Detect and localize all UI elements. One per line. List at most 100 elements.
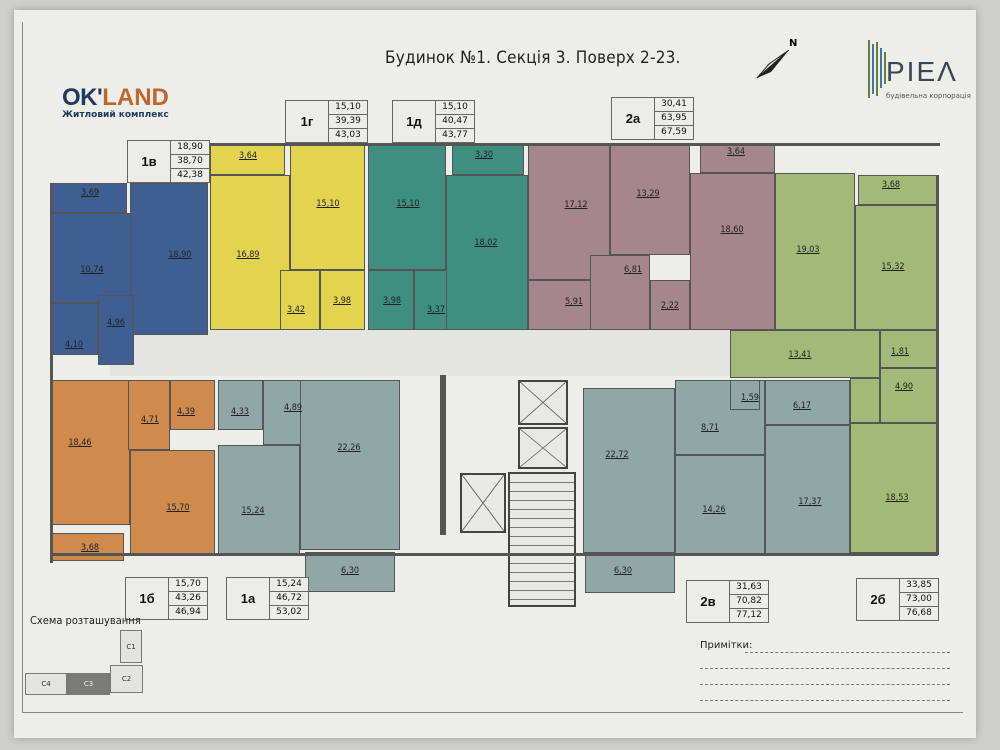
plan-title: Будинок №1. Секція 3. Поверх 2-23. [385, 48, 681, 68]
area-label: 4,10 [64, 340, 84, 350]
apt-2v-wc [730, 380, 760, 410]
area-label: 18,02 [474, 238, 498, 248]
apartment-code: 1д [393, 101, 436, 142]
drawing-frame [22, 22, 963, 713]
outer-wall-bottom [52, 553, 938, 556]
notes-line [700, 668, 950, 669]
outer-wall-top [205, 143, 940, 146]
area-label: 6,17 [792, 401, 812, 411]
area-label: 3,98 [382, 296, 402, 306]
riel-logo: PIEΛ будівельна корпорація [866, 38, 971, 104]
apt-1v-kitchen [52, 213, 132, 303]
apt-1g-hall [280, 270, 320, 330]
living-area: 15,24 [270, 578, 308, 592]
apartment-code: 1г [286, 101, 329, 142]
area-label: 3,68 [80, 543, 100, 553]
total-area: 43,26 [169, 592, 207, 606]
area-label: 18,90 [168, 250, 192, 260]
apt-2b-hall [730, 330, 880, 378]
logo-ok: OK' [62, 84, 103, 111]
area-label: 2,22 [660, 301, 680, 311]
total-area-with-balcony: 53,02 [276, 607, 302, 617]
section-c2: С2 [110, 665, 143, 693]
apartment-code: 2а [612, 98, 655, 139]
apt-1d-balcony [452, 145, 524, 175]
apt-1g-bedroom [290, 145, 365, 270]
elevator-3 [460, 473, 506, 533]
total-area-with-balcony: 42,38 [177, 170, 203, 180]
notes-line [745, 652, 950, 653]
north-arrow-icon: N [755, 38, 797, 86]
apt-2b-bedroom1 [855, 205, 938, 330]
apt-2a-hall [590, 255, 650, 330]
apt-2b-wc [880, 330, 938, 368]
apt-2b-bath [880, 368, 938, 423]
apt-2b-balcony [858, 175, 938, 205]
apartment-code: 1а [227, 578, 270, 619]
riel-stripes-icon [868, 40, 886, 98]
area-label: 16,89 [236, 250, 260, 260]
area-label: 15,10 [396, 199, 420, 209]
apt-1v-bath [52, 303, 98, 355]
outer-wall-left [50, 183, 53, 563]
total-area-with-balcony: 46,94 [175, 607, 201, 617]
area-label: 4,89 [283, 403, 303, 413]
living-area: 30,41 [655, 98, 693, 112]
area-label: 6,30 [340, 566, 360, 576]
apt-1v-balcony [52, 183, 127, 213]
area-label: 3,68 [881, 180, 901, 190]
apt-2v-bedroom1 [675, 455, 765, 555]
apt-2b-kitchen [775, 173, 855, 330]
area-label: 15,24 [241, 506, 265, 516]
apartment-code: 1в [128, 141, 171, 182]
apartment-code: 2б [857, 579, 900, 620]
stairwell [508, 472, 576, 607]
area-label: 4,39 [176, 407, 196, 417]
area-label: 3,64 [726, 147, 746, 157]
logo-land: LAND [102, 84, 169, 111]
apt-1d-bath [368, 270, 414, 330]
area-label: 3,30 [474, 150, 494, 160]
area-label: 18,60 [720, 225, 744, 235]
area-label: 6,30 [613, 566, 633, 576]
living-area: 15,10 [436, 101, 474, 115]
total-area: 39,39 [329, 115, 367, 129]
area-label: 3,42 [286, 305, 306, 315]
apt-1a-kitchen [300, 380, 400, 550]
apt-1b-bedroom [130, 450, 215, 555]
apartment-code: 2в [687, 581, 730, 622]
apt-2v-bath [765, 380, 850, 425]
total-area: 70,82 [730, 595, 768, 609]
area-label: 15,70 [166, 503, 190, 513]
core-wall [440, 375, 446, 535]
notes-line [700, 700, 950, 701]
apt-2v-bedroom2 [765, 425, 850, 555]
apt-2a-kitchen [690, 173, 775, 330]
area-label: 22,72 [605, 450, 629, 460]
area-label: 4,96 [106, 318, 126, 328]
apt-1g-bath [320, 270, 365, 330]
apt-1g-kitchen [210, 175, 290, 330]
apt-1b-kitchen [52, 380, 130, 525]
area-label: 1,59 [740, 393, 760, 403]
area-label: 8,71 [700, 423, 720, 433]
total-area: 38,70 [171, 155, 209, 169]
area-label: 3,37 [426, 305, 446, 315]
area-label: 14,26 [702, 505, 726, 515]
total-area-with-balcony: 76,68 [906, 608, 932, 618]
area-label: 17,12 [564, 200, 588, 210]
apt-2v-kitchen [583, 388, 675, 553]
apt-1a-balcony [305, 552, 395, 592]
area-label: 18,53 [885, 493, 909, 503]
area-label: 4,90 [894, 382, 914, 392]
total-area-with-balcony: 43,77 [442, 130, 468, 140]
area-label: 4,71 [140, 415, 160, 425]
living-area: 33,85 [900, 579, 938, 593]
area-label: 18,46 [68, 438, 92, 448]
riel-name: PIEΛ [886, 56, 958, 87]
living-area: 18,90 [171, 141, 209, 155]
area-label: 15,32 [881, 262, 905, 272]
